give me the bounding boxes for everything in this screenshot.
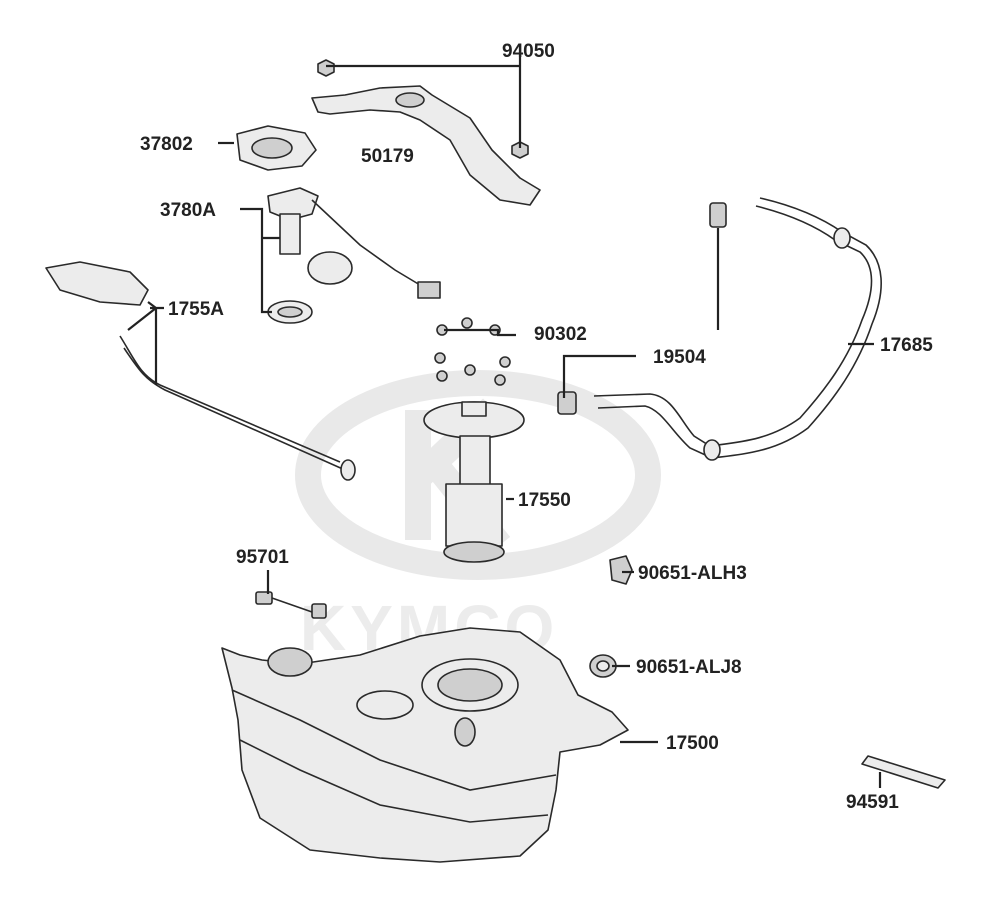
callout-50179: 50179 — [361, 146, 414, 167]
clamp-19504[interactable] — [557, 202, 727, 415]
callout-17685: 17685 — [880, 335, 933, 356]
fuel-hose-17685[interactable] — [593, 197, 882, 461]
gasket-37802[interactable] — [236, 125, 317, 171]
callout-17500: 17500 — [666, 733, 719, 754]
callout-94050: 94050 — [502, 41, 555, 62]
callout-19504: 19504 — [653, 347, 706, 368]
bracket-50179[interactable] — [311, 85, 541, 206]
callout-1755A: 1755A — [168, 299, 224, 320]
callout-90651-alh3: 90651-ALH3 — [638, 563, 747, 584]
nut-94050[interactable] — [317, 59, 529, 159]
callout-95701: 95701 — [236, 547, 289, 568]
callout-90651-alj8: 90651-ALJ8 — [636, 657, 742, 678]
callout-17550: 17550 — [518, 490, 571, 511]
clip-90651-ALJ8[interactable] — [589, 654, 617, 678]
bolts-95701[interactable] — [255, 591, 327, 619]
fuel-pump-17550[interactable] — [423, 401, 525, 563]
callout-3780A: 3780A — [160, 200, 216, 221]
clip-90651-ALH3[interactable] — [609, 555, 633, 585]
leader-lines — [127, 57, 882, 788]
callout-94591: 94591 — [846, 792, 899, 813]
strip-94591[interactable] — [861, 755, 946, 789]
fuel-tank-17500[interactable] — [221, 627, 629, 863]
callout-labels: 94050 50179 37802 3780A 1755A 90302 1950… — [140, 41, 933, 813]
callout-90302: 90302 — [534, 324, 587, 345]
bolts-90302[interactable] — [434, 317, 511, 386]
hose-1755A[interactable] — [45, 261, 356, 481]
callout-37802: 37802 — [140, 134, 193, 155]
fuel-sender-3780A[interactable] — [267, 187, 441, 324]
